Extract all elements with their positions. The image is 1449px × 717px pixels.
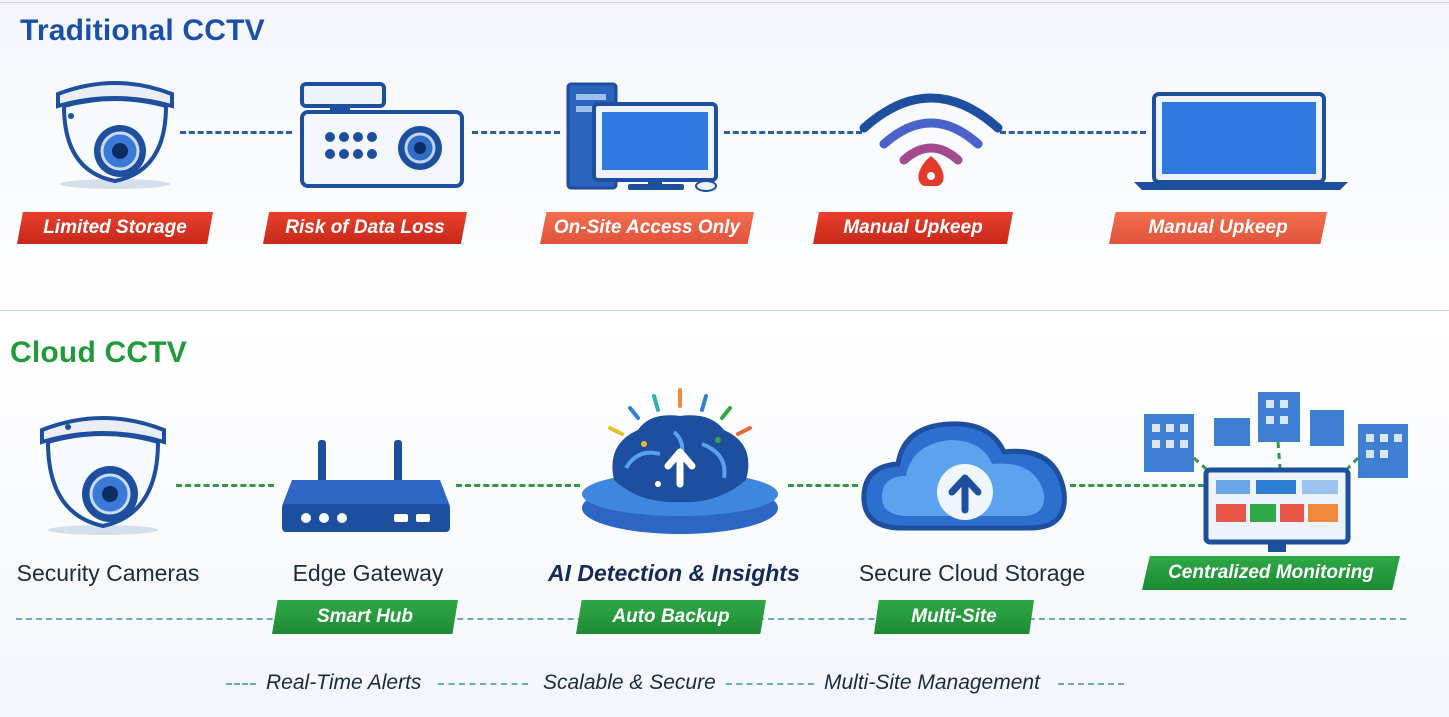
footer-dash (226, 683, 256, 685)
section-divider (0, 310, 1449, 311)
badge-manual-upkeep: Manual Upkeep (813, 212, 1013, 244)
connector-line (176, 484, 274, 487)
badge-manual-upkeep: Manual Upkeep (1109, 212, 1327, 244)
desktop-computer-icon (566, 82, 726, 192)
dome-camera-icon (38, 412, 168, 537)
connector-line (180, 131, 292, 134)
ai-brain-icon (578, 384, 782, 544)
badge-multi-site: Multi-Site (874, 600, 1034, 634)
label-secure-cloud-storage: Secure Cloud Storage (858, 560, 1086, 586)
section-title-traditional: Traditional CCTV (20, 14, 265, 47)
footer-dash (1058, 683, 1124, 685)
dvr-recorder-icon (300, 82, 468, 190)
badge-on-site-access-only: On-Site Access Only (540, 212, 754, 244)
footer-dash (438, 683, 528, 685)
cloud-upload-icon (858, 418, 1072, 536)
connector-line (456, 484, 580, 487)
badge-smart-hub: Smart Hub (272, 600, 458, 634)
badge-auto-backup: Auto Backup (576, 600, 766, 634)
label-ai-detection: AI Detection & Insights (548, 560, 800, 586)
badge-risk-of-data-loss: Risk of Data Loss (263, 212, 467, 244)
connector-line (1070, 484, 1204, 487)
router-icon (278, 436, 454, 536)
connector-line (472, 131, 560, 134)
laptop-icon (1130, 90, 1352, 194)
label-security-cameras: Security Cameras (16, 560, 200, 586)
footer-real-time-alerts: Real-Time Alerts (266, 671, 422, 694)
badge-centralized-monitoring: Centralized Monitoring (1142, 556, 1400, 590)
footer-scalable-secure: Scalable & Secure (543, 671, 716, 694)
footer-dash (726, 683, 814, 685)
connector-line (724, 131, 862, 134)
wifi-signal-icon (858, 84, 1004, 192)
badge-limited-storage: Limited Storage (17, 212, 213, 244)
dome-camera-icon (50, 76, 180, 191)
footer-multi-site-management: Multi-Site Management (824, 671, 1040, 694)
top-rule (0, 2, 1449, 3)
connector-line (1000, 131, 1146, 134)
section-title-cloud: Cloud CCTV (10, 336, 187, 369)
connector-line (788, 484, 858, 487)
label-edge-gateway: Edge Gateway (292, 560, 444, 586)
monitoring-dashboard-icon (1140, 388, 1420, 558)
